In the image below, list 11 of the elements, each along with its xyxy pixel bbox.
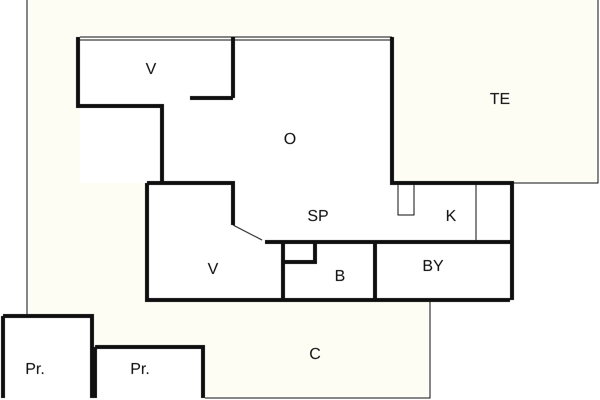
- room-label: B: [334, 269, 346, 285]
- room-label: V: [208, 262, 218, 278]
- room-label: O: [284, 132, 296, 148]
- room-label: V: [146, 62, 156, 78]
- room-label: Pr.: [25, 362, 45, 378]
- room-label: TE: [490, 92, 510, 108]
- room-label: BY: [422, 259, 444, 275]
- room-label: K: [446, 209, 456, 225]
- room-label: Pr.: [130, 362, 150, 378]
- room-label: SP: [307, 209, 329, 225]
- room-label: C: [309, 347, 321, 363]
